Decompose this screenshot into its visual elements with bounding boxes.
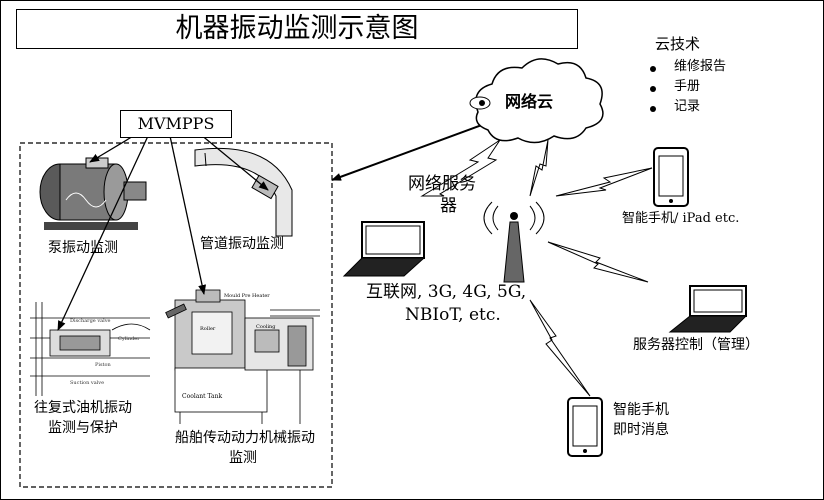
cloud-link-arrow (331, 121, 491, 181)
bullet-icon (650, 66, 656, 72)
ship-label-cooling: Cooling (256, 324, 276, 330)
cloud-tech-title: 云技术 (655, 35, 701, 53)
svg-text:Piston: Piston (95, 362, 112, 368)
phone-message-label-cont: 即时消息 (613, 422, 669, 438)
server-control-label: 服务器控制（管理） (633, 337, 759, 353)
machines-dashed-box (19, 142, 333, 488)
pump-label: 泵振动监测 (48, 240, 118, 256)
ship-label-coolant-tank: Coolant Tank (182, 393, 222, 400)
svg-text:Cylinder: Cylinder (118, 336, 140, 342)
cloud-shape (475, 58, 604, 144)
mvmpps-arrows (57, 133, 269, 331)
ship-label-roller: Roller (200, 326, 216, 332)
smartphone-ipad-icon (653, 147, 689, 207)
ship-label-preheater: Mould Pre Heater (224, 293, 270, 299)
bullet-icon (650, 86, 656, 92)
ship-machinery-label: 船舶传动动力机械振动 (175, 430, 315, 446)
phone-message-label: 智能手机 (613, 402, 669, 418)
svg-text:Suction valve: Suction valve (70, 380, 104, 386)
cloud-label: 网络云 (505, 92, 554, 111)
diagram-title: 机器振动监测示意图 (16, 9, 578, 49)
cloud-tech-item: 记录 (674, 99, 701, 114)
phone-ipad-label: 智能手机/ iPad etc. (622, 211, 740, 226)
server-control-laptop-icon (668, 285, 748, 333)
lightning-bolts (420, 139, 653, 397)
ship-machinery-drawing (165, 289, 320, 424)
cloud-tech-item: 维修报告 (674, 59, 727, 74)
reciprocating-label-cont: 监测与保护 (48, 420, 118, 436)
cloud-eye-icon (469, 96, 491, 110)
smartphone-message-icon (567, 397, 603, 457)
antenna-icon (483, 201, 545, 283)
mvmpps-box: MVMPPS (120, 110, 232, 138)
pump-drawing (39, 157, 147, 230)
bullet-icon (650, 106, 656, 112)
network-server-laptop-icon (342, 221, 426, 277)
svg-text:Discharge valve: Discharge valve (70, 318, 111, 324)
cloud-tech-item: 手册 (674, 79, 701, 94)
network-server-label: 网络服务 (408, 174, 476, 194)
network-server-label-cont: 器 (440, 196, 457, 216)
pipe-label: 管道振动监测 (200, 236, 284, 252)
network-types-label-cont: NBIoT, etc. (405, 305, 501, 325)
network-types-label: 互联网, 3G, 4G, 5G, (366, 282, 527, 302)
reciprocating-label: 往复式油机振动 (34, 400, 132, 416)
ship-machinery-label-cont: 监测 (229, 450, 257, 466)
pipe-drawing (194, 147, 293, 237)
reciprocating-engine-drawing: Discharge valve Cylinder Piston Suction … (30, 302, 151, 396)
